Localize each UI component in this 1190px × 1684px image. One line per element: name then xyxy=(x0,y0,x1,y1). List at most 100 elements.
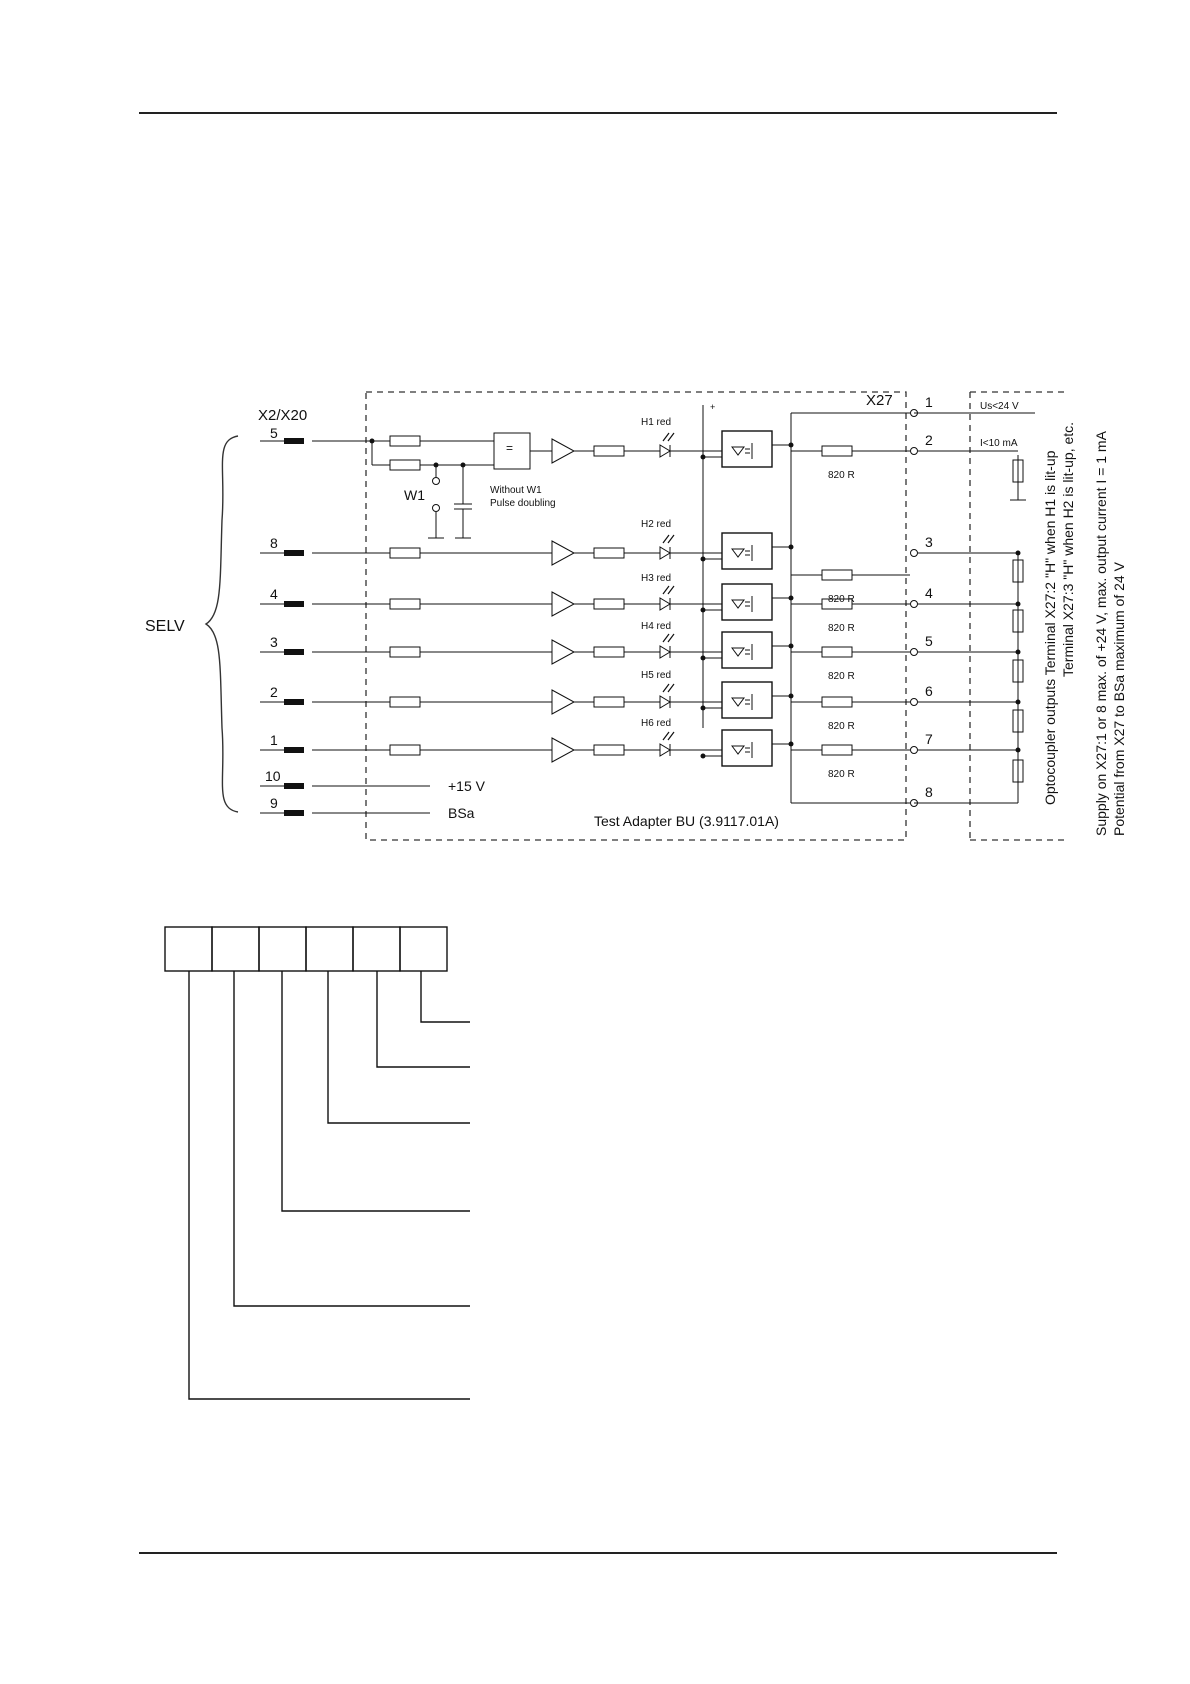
input-pin-10: 10 +15 V xyxy=(260,768,486,794)
terminal-contact xyxy=(910,698,918,706)
note-line-2: Terminal X27:3 "H" when H2 is lit-up, et… xyxy=(1060,422,1076,677)
w1-note-line1: Without W1 xyxy=(490,485,542,496)
terminal-number: 6 xyxy=(925,683,933,699)
buffer-amplifier xyxy=(551,591,576,617)
pulse-doubling-circuit: = W1 Without W1 Pulse doubling xyxy=(312,432,556,539)
terminal-number: 2 xyxy=(925,432,933,448)
code-box xyxy=(258,926,307,972)
input-pin-8: 8 xyxy=(260,535,304,556)
terminal-number: 5 xyxy=(925,633,933,649)
code-box xyxy=(399,926,448,972)
note-line-4: Potential from X27 to BSa maximum of 24 … xyxy=(1111,561,1127,836)
terminal-number: 7 xyxy=(925,731,933,747)
light-rays-icon xyxy=(662,534,675,544)
optocoupler xyxy=(721,430,773,468)
w1-jumper-contact xyxy=(432,504,440,512)
code-leader-line xyxy=(281,971,470,1212)
buffer-amplifier xyxy=(551,438,576,464)
resistor-value: 820 R xyxy=(828,769,855,780)
terminal-number: 3 xyxy=(925,534,933,550)
svg-text:+15 V: +15 V xyxy=(448,778,486,794)
svg-text:=: = xyxy=(506,441,513,455)
circuit-schematic: SELV X2/X20 X27 5 8 4 3 2 1 10 +15 V xyxy=(145,391,1127,841)
optocoupler xyxy=(721,532,773,570)
terminal-number: 1 xyxy=(925,394,933,410)
code-box xyxy=(211,926,260,972)
code-leader-line xyxy=(420,971,470,1023)
load-circuit: Us<24 V I<10 mA xyxy=(914,401,1035,804)
light-rays-icon xyxy=(662,633,675,643)
code-leader-line xyxy=(233,971,470,1307)
load-voltage-label: Us<24 V xyxy=(980,401,1019,412)
terminal-contact xyxy=(910,746,918,754)
selv-brace xyxy=(204,435,239,813)
plus-marker: + xyxy=(710,402,715,412)
buffer-amplifier xyxy=(551,689,576,715)
channel-3: H3 red 820 R xyxy=(312,573,910,634)
channel-4: H4 red 820 R xyxy=(312,621,910,682)
w1-label: W1 xyxy=(404,487,425,503)
input-pin-9: 9 BSa xyxy=(260,795,475,821)
resistor-value: 820 R xyxy=(828,721,855,732)
terminal-contact xyxy=(910,549,918,557)
input-pin-3: 3 xyxy=(260,634,304,655)
type-code-boxes xyxy=(164,926,448,972)
light-rays-icon xyxy=(662,585,675,595)
terminal-contact xyxy=(910,648,918,656)
terminal-number: 4 xyxy=(925,585,933,601)
resistor-value: 820 R xyxy=(828,671,855,682)
adapter-label: Test Adapter BU (3.9117.01A) xyxy=(594,813,779,829)
type-code-leaders xyxy=(188,971,470,1400)
channel-5: H5 red 820 R xyxy=(312,670,910,732)
buffer-amplifier xyxy=(551,540,576,566)
light-rays-icon xyxy=(662,731,675,741)
svg-text:9: 9 xyxy=(270,795,278,811)
selv-label: SELV xyxy=(145,618,185,635)
code-box xyxy=(164,926,213,972)
output-connector-label: X27 xyxy=(866,392,893,409)
svg-text:4: 4 xyxy=(270,586,278,602)
led-label: H5 red xyxy=(641,670,671,681)
code-leader-line xyxy=(376,971,470,1068)
code-box xyxy=(352,926,401,972)
optocoupler xyxy=(721,729,773,767)
input-pin-5: 5 xyxy=(260,425,304,444)
led-label: H4 red xyxy=(641,621,671,632)
svg-text:5: 5 xyxy=(270,425,278,441)
light-rays-icon xyxy=(662,683,675,693)
resistor-value: 820 R xyxy=(828,623,855,634)
input-pin-4: 4 xyxy=(260,586,304,607)
code-leader-line xyxy=(327,971,470,1124)
input-pin-1: 1 xyxy=(260,732,304,753)
adapter-boundary xyxy=(365,391,907,841)
svg-text:3: 3 xyxy=(270,634,278,650)
svg-text:10: 10 xyxy=(265,768,281,784)
buffer-amplifier xyxy=(551,639,576,665)
footer-rule xyxy=(139,1552,1057,1554)
code-leader-line xyxy=(188,971,470,1400)
led-label: H6 red xyxy=(641,718,671,729)
led-label: H2 red xyxy=(641,519,671,530)
buffer-amplifier xyxy=(551,737,576,763)
led-label: H3 red xyxy=(641,573,671,584)
connector-label: X2/X20 xyxy=(258,407,307,424)
input-pin-2: 2 xyxy=(260,684,304,705)
side-notes: Optocoupler outputs Terminal X27:2 "H" w… xyxy=(1042,422,1127,836)
terminal-contact xyxy=(910,447,918,455)
terminal-number: 8 xyxy=(925,784,933,800)
w1-jumper-contact xyxy=(432,477,440,485)
svg-text:8: 8 xyxy=(270,535,278,551)
header-rule xyxy=(139,112,1057,114)
svg-text:1: 1 xyxy=(270,732,278,748)
optocoupler xyxy=(721,681,773,719)
note-line-3: Supply on X27:1 or 8 max. of +24 V, max.… xyxy=(1093,430,1109,836)
light-rays-icon xyxy=(662,432,675,442)
load-current-label: I<10 mA xyxy=(980,438,1018,449)
w1-note-line2: Pulse doubling xyxy=(490,498,556,509)
code-box xyxy=(305,926,354,972)
channel-6: H6 red 820 R xyxy=(312,718,910,780)
resistor-value: 820 R xyxy=(828,470,855,481)
